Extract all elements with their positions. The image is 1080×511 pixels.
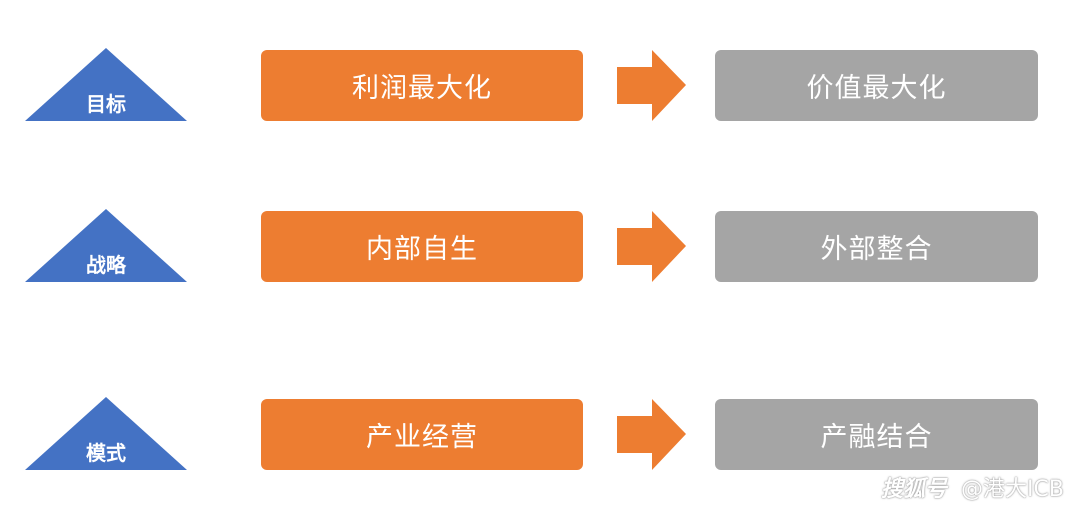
watermark: 搜狐号 @港大ICB xyxy=(881,471,1064,503)
row-label: 战略 xyxy=(86,253,126,277)
row-goal: 目标 利润最大化 价值最大化 xyxy=(0,48,1080,125)
arrow-right-icon xyxy=(617,211,686,282)
arrow-right-icon xyxy=(617,50,686,121)
row-label: 模式 xyxy=(86,441,126,465)
to-box: 产融结合 xyxy=(715,399,1038,470)
from-box: 产业经营 xyxy=(261,399,583,470)
row-strategy: 战略 内部自生 外部整合 xyxy=(0,209,1080,286)
row-label: 目标 xyxy=(86,92,126,116)
triangle-label: 模式 xyxy=(25,397,187,472)
watermark-account: @港大ICB xyxy=(961,477,1064,502)
triangle-label: 目标 xyxy=(25,48,187,123)
triangle-icon xyxy=(25,209,187,282)
arrow-right-icon xyxy=(617,399,686,470)
from-box: 利润最大化 xyxy=(261,50,583,121)
triangle-icon xyxy=(25,397,187,470)
row-model: 模式 产业经营 产融结合 xyxy=(0,397,1080,474)
to-box: 价值最大化 xyxy=(715,50,1038,121)
triangle-icon xyxy=(25,48,187,121)
watermark-platform: 搜狐号 xyxy=(881,477,948,502)
to-box: 外部整合 xyxy=(715,211,1038,282)
from-box: 内部自生 xyxy=(261,211,583,282)
triangle-label: 战略 xyxy=(25,209,187,284)
